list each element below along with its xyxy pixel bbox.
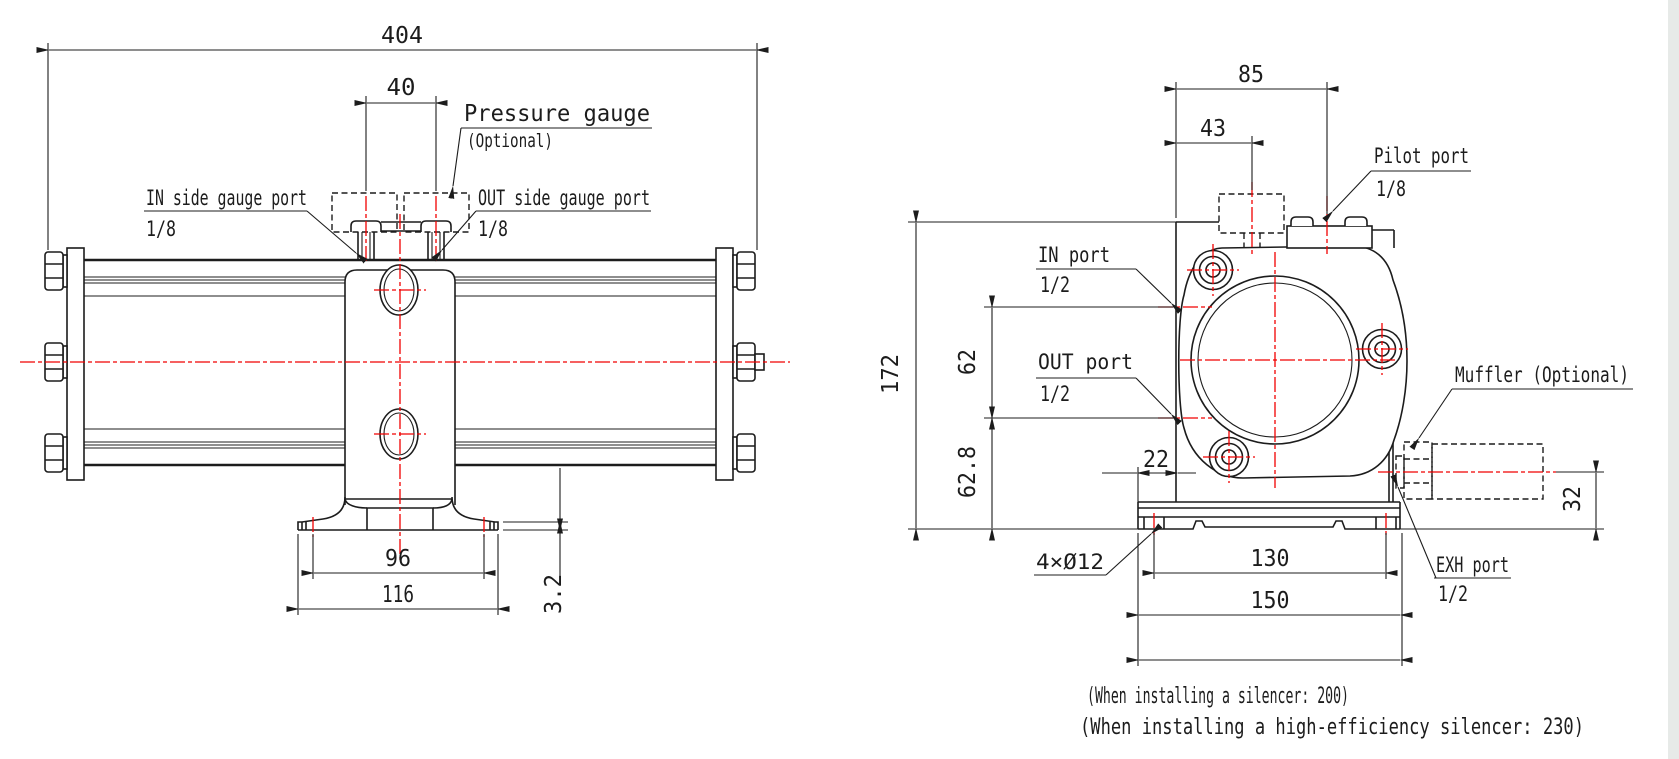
silencer-note-2: (When installing a high-efficiency silen…	[1080, 715, 1584, 740]
window-edge-strip	[1668, 0, 1679, 759]
out-side-gauge-port-text: OUT side gauge port	[478, 186, 650, 210]
base-plate	[1137, 501, 1401, 530]
dim-base-width: 150	[1126, 533, 1413, 666]
dim-62: 62	[955, 349, 981, 375]
dim-out-port-height: 62.8	[955, 406, 995, 541]
dim-130: 130	[1251, 546, 1290, 572]
dim-404: 404	[381, 23, 423, 49]
out-port-label: OUT port 1/2	[1036, 350, 1182, 426]
muffler-text: Muffler (Optional)	[1455, 363, 1629, 387]
dim-gauge-pitch: 40	[354, 75, 448, 191]
dim-150: 150	[1251, 588, 1290, 614]
dim-overall-width: 404	[36, 23, 769, 250]
in-side-gauge-port-text: IN side gauge port	[146, 186, 307, 210]
pilot-port-label: Pilot port 1/8	[1322, 144, 1471, 223]
silencer-note-1: (When installing a silencer: 200)	[1087, 684, 1349, 709]
dim-32: 32	[1560, 486, 1586, 512]
front-view: 404 40 96 116 3.2	[20, 23, 790, 615]
dim-port-pitch: 62	[955, 295, 1176, 430]
muffler-label: Muffler (Optional)	[1409, 363, 1633, 451]
dim-height: 172	[878, 210, 1604, 541]
dim-pilot-offset: 43	[1164, 116, 1264, 190]
dim-hole-pitch: 130	[1142, 533, 1398, 579]
exh-port-label: EXH port 1/2	[1390, 474, 1511, 606]
in-side-gauge-port-size: 1/8	[146, 217, 176, 241]
pressure-gauge-optional-text: (Optional)	[467, 130, 553, 152]
silencer-notes: (When installing a silencer: 200) (When …	[1080, 684, 1584, 740]
base-holes-label: 4×Ø12	[1034, 523, 1163, 576]
dim-top-width: 85	[1164, 62, 1339, 218]
base-holes-text: 4×Ø12	[1036, 550, 1104, 574]
dim-172: 172	[878, 354, 904, 394]
dim-foot-thickness: 3.2	[503, 468, 568, 614]
dim-foot-holes: 96	[301, 534, 496, 579]
dim-3-2: 3.2	[541, 574, 567, 614]
exh-port-text: EXH port	[1436, 553, 1509, 577]
dim-foot-width: 116	[286, 534, 510, 615]
dim-116: 116	[382, 582, 414, 608]
dim-edge-offset: 22	[1102, 447, 1196, 502]
foot-bracket	[297, 496, 499, 531]
pilot-port-block	[1286, 216, 1395, 249]
pilot-port-size: 1/8	[1376, 177, 1406, 201]
dim-muffler-center: 32	[1556, 460, 1604, 541]
out-port-size: 1/2	[1040, 382, 1070, 406]
dim-85: 85	[1238, 62, 1264, 88]
pilot-port-text: Pilot port	[1374, 144, 1469, 168]
dim-62-8: 62.8	[955, 446, 981, 498]
pressure-gauge-text: Pressure gauge	[464, 101, 650, 127]
pressure-gauge-label: Pressure gauge (Optional)	[448, 101, 652, 199]
dim-40: 40	[387, 75, 416, 101]
out-side-gauge-port-size: 1/8	[478, 217, 508, 241]
side-view: 85 43 172 62 62.8	[878, 62, 1633, 740]
in-port-label: IN port 1/2	[1036, 243, 1183, 314]
out-port-text: OUT port	[1038, 350, 1133, 374]
in-side-gauge-port-label: IN side gauge port 1/8	[144, 186, 368, 264]
side-centerlines	[1153, 182, 1556, 537]
muffler-outline	[1395, 441, 1544, 500]
out-side-gauge-port-label: OUT side gauge port 1/8	[431, 186, 651, 262]
dim-96: 96	[385, 546, 411, 572]
in-port-text: IN port	[1038, 243, 1110, 267]
in-port-size: 1/2	[1040, 273, 1070, 297]
dim-43: 43	[1200, 116, 1226, 142]
dim-22: 22	[1143, 447, 1169, 473]
front-centerlines	[20, 196, 790, 560]
center-bracket	[344, 264, 456, 505]
exh-port-size: 1/2	[1438, 582, 1468, 606]
